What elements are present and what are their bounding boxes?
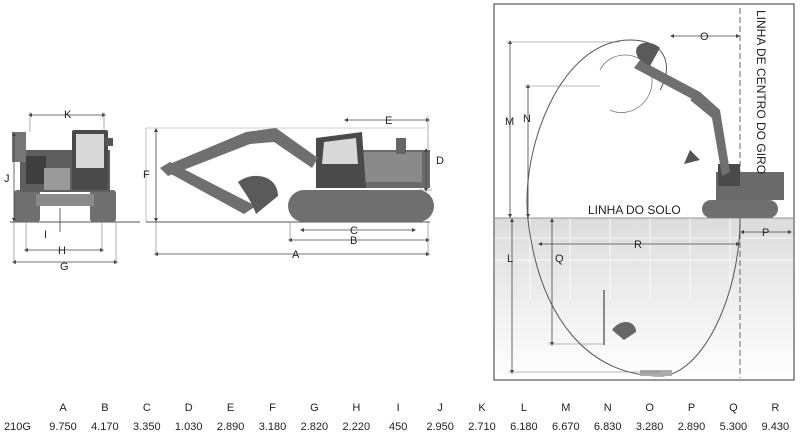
spec-value-cell: 2.710 bbox=[468, 421, 496, 433]
dim-label-b: B bbox=[350, 235, 357, 247]
dim-label-p: P bbox=[762, 227, 769, 239]
spec-table: A B C D E F G H I J K L M N O P Q R 9.750 4.170 3.350 1.030 2… bbox=[0, 402, 800, 439]
spec-value-cell: 9.430 bbox=[761, 421, 790, 433]
spec-value-cell: 6.830 bbox=[593, 421, 622, 433]
dim-label-e: E bbox=[385, 115, 392, 127]
spec-value-cell: 2.950 bbox=[426, 421, 454, 433]
dim-label-n: N bbox=[523, 113, 531, 125]
dim-label-a: A bbox=[292, 249, 300, 261]
dim-label-c: C bbox=[350, 225, 358, 237]
dim-label-f: F bbox=[143, 169, 150, 181]
spec-value-cell: 2.820 bbox=[300, 421, 329, 433]
spec-value-cell: 2.890 bbox=[216, 421, 245, 433]
spec-column-header: I bbox=[396, 402, 400, 414]
front-view: K J I H G bbox=[4, 109, 140, 273]
spec-column-header: D bbox=[184, 402, 193, 414]
swing-center-line-label: LINHA DE CENTRO DO GIRO bbox=[754, 10, 768, 174]
spec-column-header: K bbox=[478, 402, 486, 414]
spec-value-cell: 4.170 bbox=[91, 421, 119, 433]
dim-label-g: G bbox=[60, 261, 69, 273]
dim-label-h: H bbox=[58, 245, 66, 257]
spec-value-cell: 5.300 bbox=[719, 421, 748, 433]
spec-value-cell: 450 bbox=[389, 421, 408, 433]
spec-column-header: M bbox=[561, 402, 571, 414]
spec-value-cell: 9.750 bbox=[49, 421, 77, 433]
dim-label-j: J bbox=[4, 173, 10, 185]
working-range-view: M N O L Q R P LINHA DO SOLO LINHA DE CEN… bbox=[493, 3, 795, 381]
spec-value-cell: 3.180 bbox=[258, 421, 287, 433]
spec-column-header: L bbox=[520, 402, 527, 414]
spec-value-cell: 6.670 bbox=[552, 421, 580, 433]
spec-values-row: 9.750 4.170 3.350 1.030 2.890 3.180 2.820 2.220… bbox=[0, 421, 800, 438]
dim-label-d: D bbox=[436, 155, 444, 167]
dim-label-o: O bbox=[700, 31, 709, 43]
spec-column-header: C bbox=[142, 402, 151, 414]
spec-model-label: 210G bbox=[4, 421, 31, 433]
spec-column-header: P bbox=[687, 402, 696, 414]
spec-value-cell: 2.220 bbox=[342, 421, 371, 433]
spec-column-header: B bbox=[101, 402, 109, 414]
side-view: E D F C B A bbox=[143, 115, 444, 261]
spec-column-header: J bbox=[437, 402, 443, 414]
spec-column-header: F bbox=[269, 402, 276, 414]
spec-column-header: A bbox=[59, 402, 67, 414]
spec-value-cell: 2.890 bbox=[677, 421, 706, 433]
dim-label-q: Q bbox=[555, 253, 564, 265]
spec-header-row: A B C D E F G H I J K L M N O P Q R bbox=[0, 402, 800, 419]
spec-column-header: H bbox=[352, 402, 361, 414]
dim-label-m: M bbox=[505, 116, 514, 128]
spec-column-header: Q bbox=[729, 402, 738, 414]
spec-value-cell: 3.350 bbox=[133, 421, 161, 433]
spec-value-cell: 6.180 bbox=[510, 421, 538, 433]
dim-label-i: I bbox=[44, 229, 47, 241]
dim-label-k: K bbox=[64, 109, 72, 121]
dim-label-r: R bbox=[634, 239, 642, 251]
dim-label-l: L bbox=[507, 253, 513, 265]
spec-value-cell: 1.030 bbox=[174, 421, 203, 433]
spec-column-header: E bbox=[226, 402, 235, 414]
spec-column-header: N bbox=[603, 402, 612, 414]
ground-line-label: LINHA DO SOLO bbox=[588, 203, 681, 217]
spec-column-header: O bbox=[645, 402, 654, 414]
spec-value-cell: 3.280 bbox=[635, 421, 664, 433]
spec-column-header: R bbox=[771, 402, 780, 414]
spec-column-header: G bbox=[310, 402, 319, 414]
